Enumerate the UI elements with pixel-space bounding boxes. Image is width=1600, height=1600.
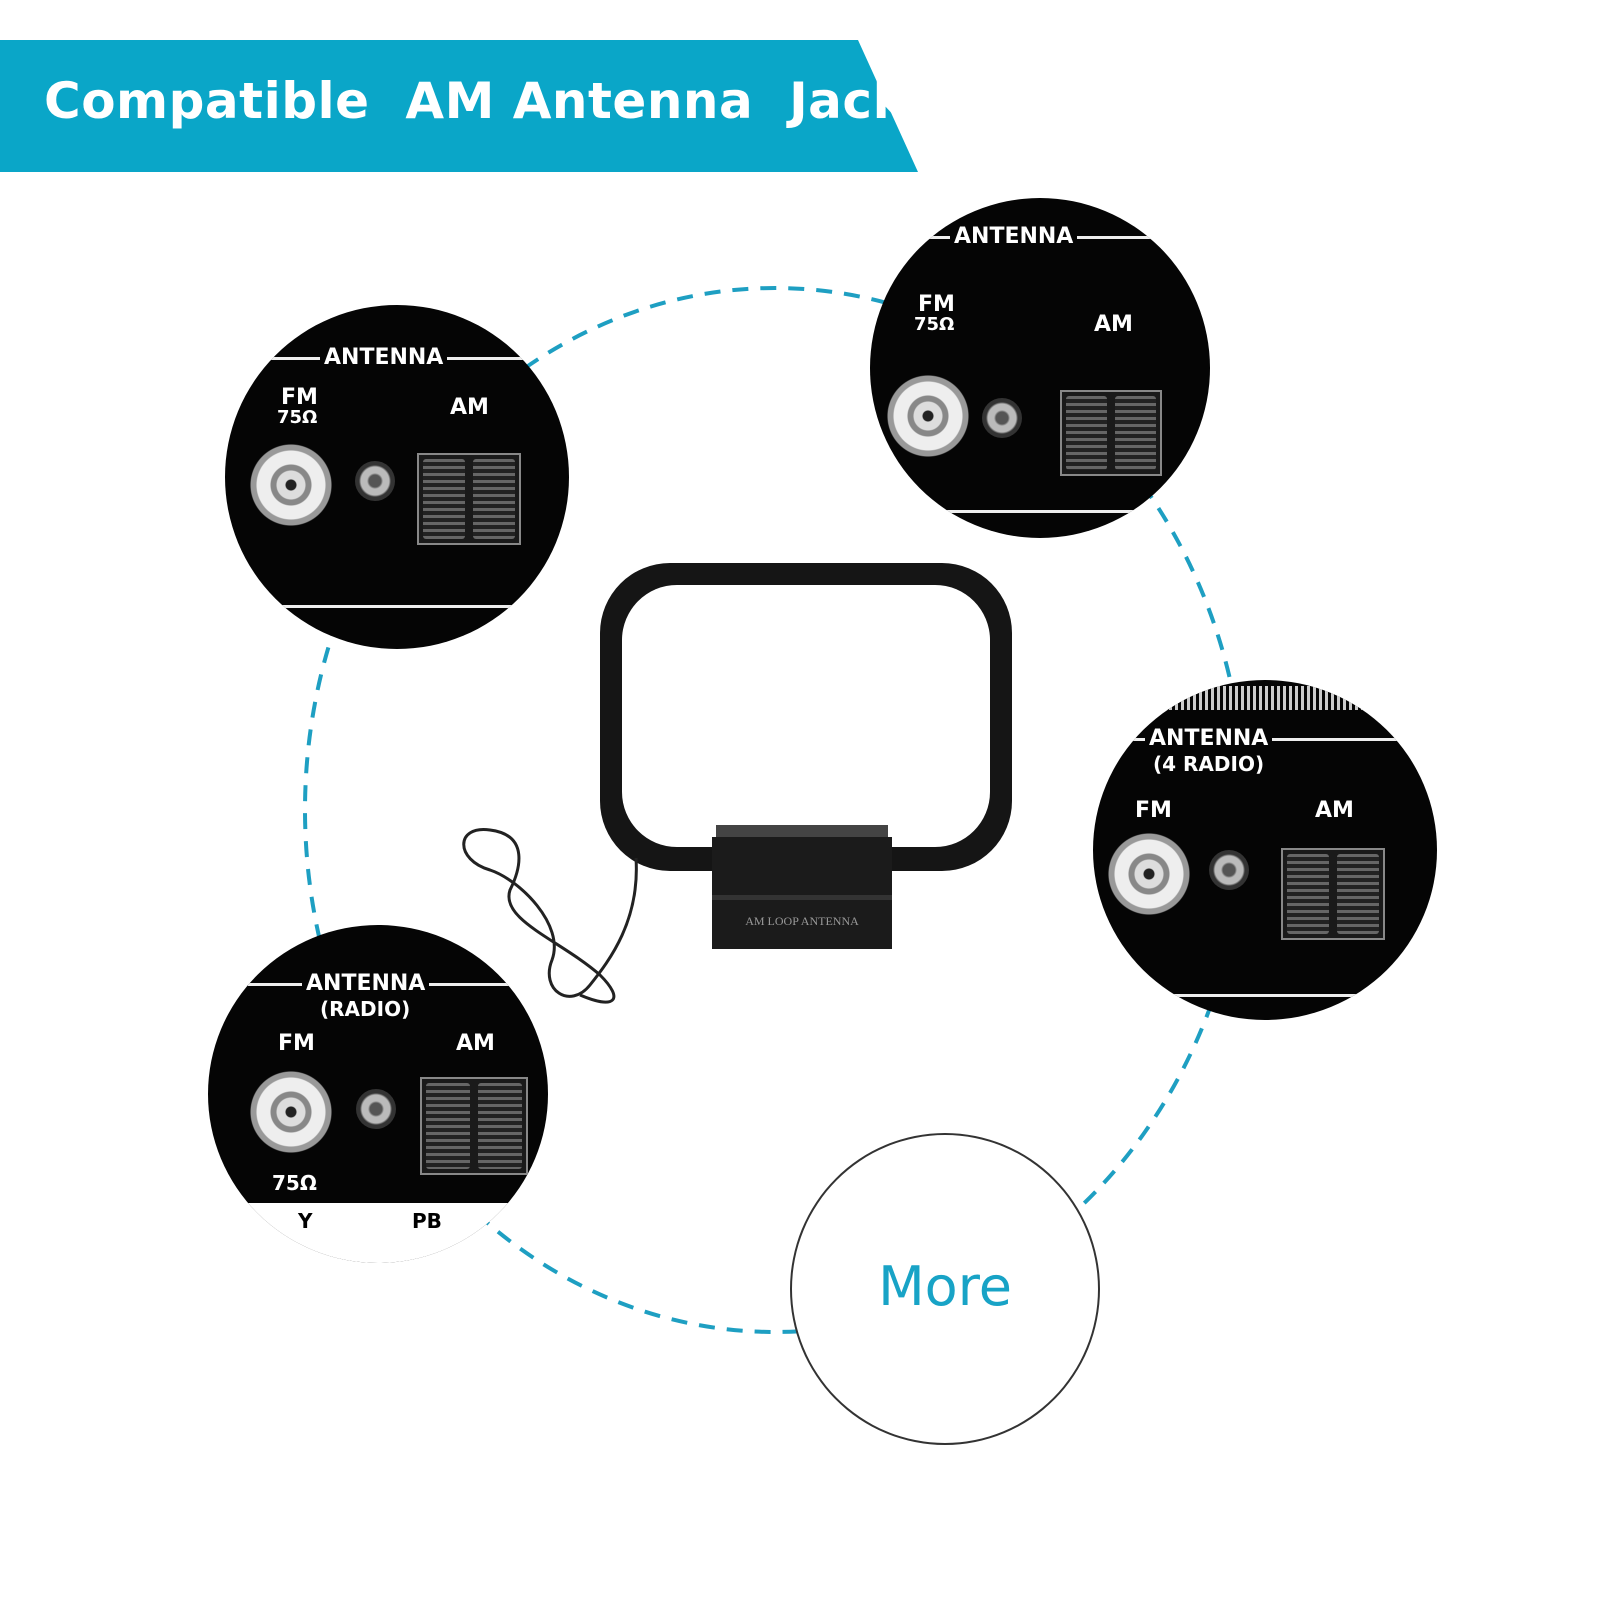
antenna-label: ANTENNA — [320, 347, 448, 369]
fm-coax-jack — [884, 372, 972, 460]
y-label: Y — [298, 1209, 313, 1233]
am-spring-terminal — [417, 453, 521, 545]
impedance-label: 75Ω — [272, 1171, 317, 1195]
antenna-sub-label: (RADIO) — [320, 997, 411, 1021]
title-banner-shape — [0, 40, 918, 172]
jack-panel-2: ANTENNA FM 75Ω AM — [870, 198, 1210, 538]
fm-label: FM — [1135, 798, 1172, 823]
am-spring-terminal — [1281, 848, 1385, 940]
am-spring-terminal — [420, 1077, 528, 1175]
fm-label: FM — [278, 1031, 315, 1056]
lower-panel-strip: Y PB — [208, 1203, 548, 1263]
pb-label: PB — [412, 1209, 442, 1233]
ground-screw — [356, 1089, 396, 1129]
fm-coax-jack — [246, 1067, 336, 1157]
more-label: More — [878, 1255, 1012, 1318]
am-label: AM — [1094, 312, 1133, 337]
jack-panel-4: ANTENNA (RADIO) FM AM 75Ω Y PB — [208, 925, 548, 1263]
ground-screw — [355, 461, 395, 501]
jack-panel-3: ANTENNA (4 RADIO) FM AM — [1093, 680, 1437, 1020]
banner-title: Compatible AM Antenna Jack — [44, 72, 907, 130]
antenna-sub-label: (4 RADIO) — [1153, 752, 1265, 776]
am-loop-antenna-image — [462, 563, 1012, 1004]
fm-coax-jack — [1105, 830, 1193, 918]
fm-label: FM — [281, 385, 318, 410]
impedance-label: 75Ω — [914, 314, 955, 335]
ground-screw — [982, 398, 1022, 438]
antenna-label: ANTENNA — [1145, 728, 1273, 750]
antenna-base-label: AM LOOP ANTENNA — [745, 914, 859, 928]
more-circle — [790, 1133, 1100, 1445]
impedance-label: 75Ω — [277, 407, 318, 428]
am-label: AM — [1315, 798, 1354, 823]
jack-panel-1: ANTENNA FM 75Ω AM — [225, 305, 569, 649]
am-label: AM — [450, 395, 489, 420]
antenna-label: ANTENNA — [950, 226, 1078, 248]
vent-grille — [1163, 686, 1363, 710]
fm-coax-jack — [247, 441, 335, 529]
ground-screw — [1209, 850, 1249, 890]
antenna-cable — [462, 828, 638, 1004]
antenna-label: ANTENNA — [302, 973, 430, 995]
am-spring-terminal — [1060, 390, 1162, 476]
am-label: AM — [456, 1031, 495, 1056]
fm-label: FM — [918, 292, 955, 317]
